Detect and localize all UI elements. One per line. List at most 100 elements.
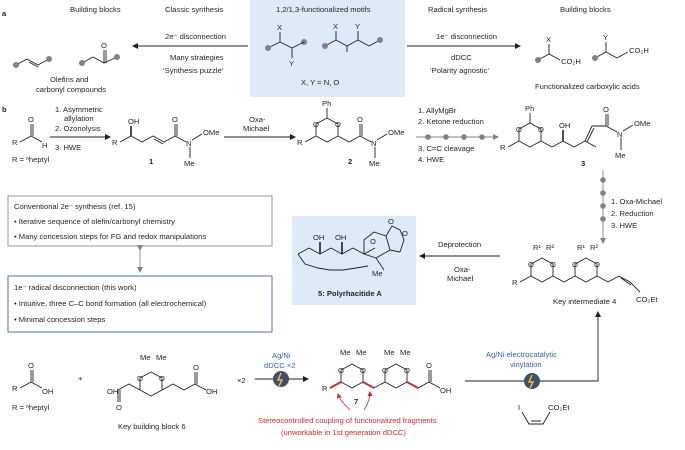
compound-2-structure: R O O Ph O N OMe Me: [297, 99, 404, 168]
r-heptyl-label-bottom: R = ⁿheptyl: [12, 403, 49, 412]
radical-disconnection-box: [7, 275, 273, 333]
bb6-o3: O: [116, 403, 122, 412]
agni2-line2: vinylation: [510, 360, 542, 369]
rad-box-bullet2: • Minimal concession steps: [14, 315, 105, 324]
c3-r: R: [500, 143, 506, 152]
compound-7-structure: R O O O O Me Me Me Me O OH: [322, 348, 451, 411]
bb6-o2: O: [159, 374, 165, 383]
building-block-6-structure: O O Me Me OH O O OH: [107, 353, 217, 412]
aldehyde-structure: R O H: [12, 115, 47, 150]
oxa-michael-1a: Oxa-: [249, 115, 266, 124]
radical-synthesis-title: Radical synthesis: [428, 5, 487, 14]
c2-n: N: [371, 139, 376, 148]
pa-me: Me: [372, 269, 383, 278]
acid-r: R: [12, 384, 18, 393]
electrochemistry-icon-1: [273, 371, 289, 387]
compound-7-label: 7: [354, 397, 358, 406]
pa-lactone-o1: O: [388, 217, 394, 226]
electrochemistry-icon-2: [524, 373, 540, 389]
key-intermediate-label: Key intermediate 4: [553, 297, 616, 306]
conv-box-bullet1: • Iterative sequence of olefin/carbonyl …: [14, 217, 175, 226]
c7-me2: Me: [356, 348, 367, 357]
oxa-michael-2b: Michael: [447, 274, 473, 283]
c1-o: O: [172, 115, 178, 124]
left-building-blocks-title: Building blocks: [70, 5, 121, 14]
vinylation-arrow: [465, 311, 601, 382]
step3-line4: 4. HWE: [418, 155, 444, 164]
step3-line2: 2. Ketone reduction: [418, 117, 484, 126]
c3-ph: Ph: [525, 104, 534, 113]
c1-oh: OH: [128, 117, 139, 126]
oxa-michael-2a: Oxa-: [454, 265, 471, 274]
motif12-y: Y: [289, 59, 294, 68]
c2-ring-o2: O: [335, 120, 341, 129]
polyrhacitide-structure: OH OH O O O Me: [297, 217, 408, 278]
bb6-o1: O: [137, 374, 143, 383]
compound-2-label: 2: [348, 157, 352, 166]
step1-line3: 2. Ozonolysis: [55, 124, 101, 133]
compound-1-structure: R OH O N OMe Me: [112, 115, 219, 168]
acid1-co2h: CO₂H: [561, 57, 581, 66]
ketone-structure: O: [79, 41, 120, 66]
aldehyde-h: H: [42, 141, 47, 150]
pa-oh1: OH: [313, 233, 324, 242]
ki-co2et: CO₂Et: [636, 295, 658, 304]
c3-me: Me: [615, 151, 626, 160]
ddcc-label: dDCC: [451, 53, 472, 62]
c7-r: R: [322, 384, 328, 393]
polyrhacitide-label: 5: Polyrhacitide A: [318, 289, 382, 298]
step4-line3: 3. HWE: [611, 221, 637, 230]
key-intermediate-4-structure: R O O O O R¹ R² R¹ R² CO₂Et: [512, 243, 658, 304]
step3-line3: 3. C=C cleavage: [418, 144, 474, 153]
rad-box-bullet1: • Intuitive, three C–C bond formation (a…: [14, 299, 207, 308]
c2-ring-o1: O: [313, 120, 319, 129]
c7-me4: Me: [400, 348, 411, 357]
step4-line2: 2. Reduction: [611, 209, 654, 218]
vinyl-iodide-structure: I CO₂Et: [518, 403, 570, 425]
pa-ring-o: O: [370, 237, 376, 246]
c1-me: Me: [184, 159, 195, 168]
ketone-oxygen: O: [101, 41, 107, 50]
motif-highlight-box: [250, 0, 405, 97]
stereo-note-2: (unworkable in 1st generation dDCC): [281, 428, 406, 437]
c2-r: R: [297, 138, 303, 147]
compound-1-label: 1: [149, 157, 154, 166]
c2-ome: OMe: [388, 128, 404, 137]
motif-12-structure: X Y: [265, 23, 307, 68]
bb6-me2: Me: [156, 353, 167, 362]
ki-r1-b: R¹: [577, 243, 585, 252]
motif-title: 1,2/1,3-functionalized motifs: [276, 5, 371, 14]
c1-n: N: [186, 139, 191, 148]
olefins-label-2: carbonyl compounds: [36, 85, 106, 94]
bb6-me1: Me: [140, 353, 151, 362]
many-strategies-label: Many strategies: [170, 53, 224, 62]
ki-r2-b: R²: [590, 243, 598, 252]
c2-o: O: [357, 115, 363, 124]
aldehyde-r: R: [12, 138, 18, 147]
rad-box-title: 1e⁻ radical disconnection (this work): [14, 283, 137, 292]
conv-box-title: Conventional 2e⁻ synthesis (ref. 15): [14, 202, 136, 211]
one-electron-label: 1e⁻ disconnection: [436, 32, 497, 41]
bb6-o4: O: [193, 363, 199, 372]
olefins-label-1: Olefins and: [50, 75, 88, 84]
classic-synthesis-title: Classic synthesis: [165, 5, 223, 14]
agni2-line1: Ag/Ni electrocatalytic: [486, 350, 557, 359]
c3-n: N: [617, 130, 622, 139]
c7-me3: Me: [384, 348, 395, 357]
xy-note: X, Y = N, O: [301, 78, 339, 87]
right-building-blocks-title: Building blocks: [560, 5, 611, 14]
motif13-y: Y: [355, 22, 360, 31]
c7-me1: Me: [340, 348, 351, 357]
ki-o1: O: [528, 260, 534, 269]
acid-x: X: [546, 35, 551, 44]
vi-i: I: [518, 403, 520, 412]
step3-line1: 1. AllyMgBr: [418, 106, 457, 115]
motif13-x: X: [333, 22, 338, 31]
compound-3-label: 3: [581, 159, 585, 168]
stereo-note-1: Stereocontrolled coupling of functionali…: [258, 416, 437, 425]
c3-ring-o1: O: [516, 125, 522, 134]
c3-oh: OH: [559, 121, 570, 130]
pa-oh2: OH: [335, 233, 346, 242]
bb6-oh1: OH: [107, 387, 118, 396]
